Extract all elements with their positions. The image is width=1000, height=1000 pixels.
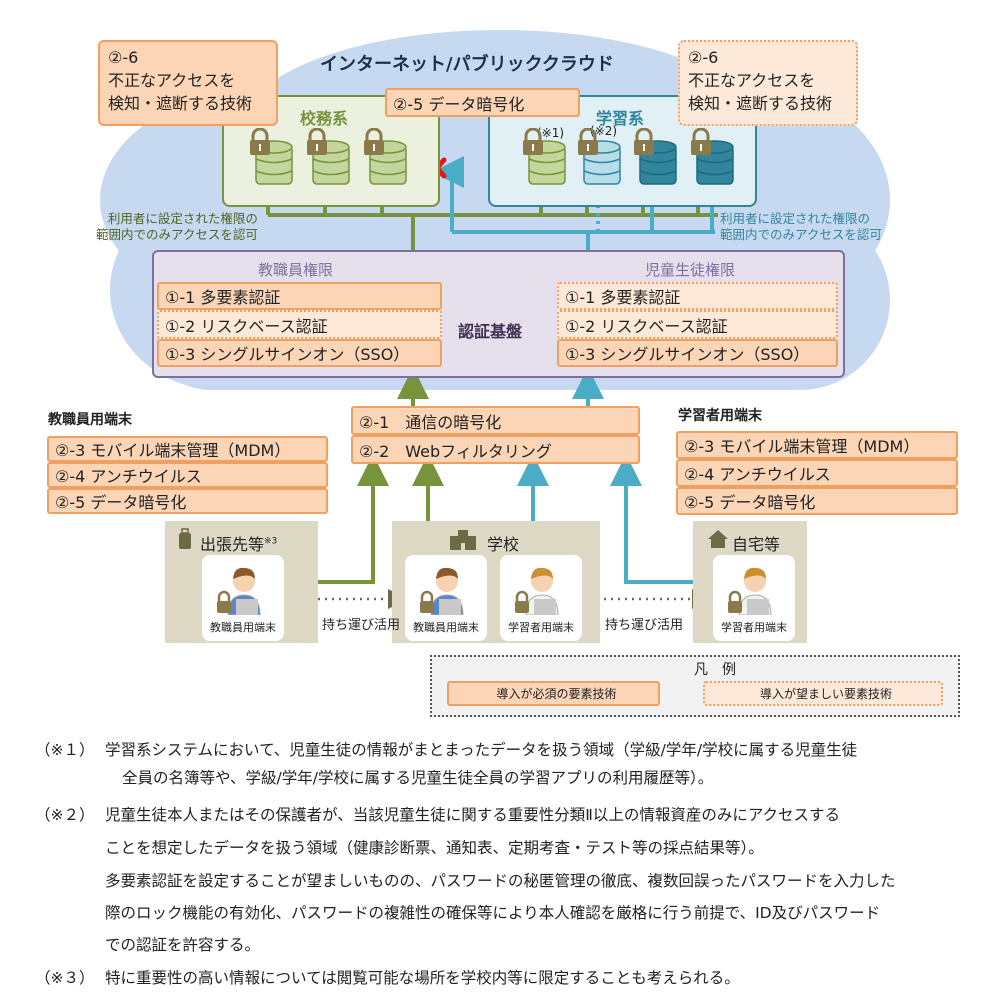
auth-platform-title: 認証基盤 xyxy=(458,322,523,341)
student-device-card: 学習者用端末 xyxy=(713,555,795,641)
carry-label-left: 持ち運び活用 xyxy=(322,618,401,633)
learner-device-title: 学習者用端末 xyxy=(678,408,762,424)
note-1-label: (※1) xyxy=(537,126,565,140)
footnote-line: 多要素認証を設定することが望ましいものの、パスワードの秘匿管理の徹底、複数回誤っ… xyxy=(105,872,896,890)
staff-sso: ①-3 シングルサインオン（SSO） xyxy=(157,339,442,367)
footnote-1-label: （※１） xyxy=(35,741,95,759)
staff-mfa: ①-1 多要素認証 xyxy=(157,282,442,310)
student-risk-based-auth: ①-2 リスクベース認証 xyxy=(557,310,838,339)
locked-database-icon xyxy=(634,128,677,185)
learner-mdm: ②-3 モバイル端末管理（MDM） xyxy=(676,431,958,459)
teacher-avatar-icon xyxy=(217,567,261,615)
footnote-line: ことを想定したデータを扱う領域（健康診断票、通知表、定期考査・テスト等の採点結果… xyxy=(105,839,764,857)
footnote-line: 全員の名簿等や、学級/学年/学校に属する児童生徒全員の学習アプリの利用履歴等）。 xyxy=(122,769,714,787)
footnote-line: 際のロック機能の有効化、パスワードの複雑性の確保等により本人確認を厳格に行う前提… xyxy=(105,904,881,922)
note-line: 範囲内でのみアクセスを認可 xyxy=(720,227,882,242)
learner-antivirus: ②-4 アンチウイルス xyxy=(676,459,958,487)
learning-system-title: 学習系 xyxy=(596,109,645,128)
trip-title: 出張先等※3 xyxy=(200,531,277,555)
footnote-2-label: （※２） xyxy=(35,806,95,824)
access-note-right: 利用者に設定された権限の 範囲内でのみアクセスを認可 xyxy=(720,211,882,243)
staff-device-title: 教職員用端末 xyxy=(48,412,132,428)
device-card-label: 学習者用端末 xyxy=(508,621,574,634)
student-access-lines xyxy=(432,156,728,584)
detect-block-box-left: ②-6 不正なアクセスを 検知・遮断する技術 xyxy=(98,40,278,126)
locked-database-icon xyxy=(250,128,293,185)
trip-note: ※3 xyxy=(264,536,278,547)
teacher-avatar-icon xyxy=(420,567,464,615)
carry-label-right: 持ち運び活用 xyxy=(605,618,684,633)
footnote-line: での認証を許容する。 xyxy=(105,936,261,954)
staff-device-card: 教職員用端末 xyxy=(202,555,284,641)
home-icon xyxy=(708,530,728,548)
staff-permission-title: 教職員権限 xyxy=(258,261,334,279)
item-line: 不正なアクセスを xyxy=(108,71,236,90)
student-avatar-icon xyxy=(728,567,772,615)
student-avatar-icon xyxy=(515,567,559,615)
locked-database-icon xyxy=(364,128,407,185)
staff-mdm: ②-3 モバイル端末管理（MDM） xyxy=(47,436,328,462)
footnote-line: 児童生徒本人またはその保護者が、当該児童生徒に関する重要性分類Ⅱ以上の情報資産の… xyxy=(105,806,841,824)
student-sso: ①-3 シングルサインオン（SSO） xyxy=(557,339,838,367)
locked-database-icon xyxy=(523,128,566,185)
legend-required: 導入が必須の要素技術 xyxy=(447,681,660,706)
device-card-label: 教職員用端末 xyxy=(210,621,276,634)
student-device-card: 学習者用端末 xyxy=(500,555,582,641)
item-line: 検知・遮断する技術 xyxy=(108,94,253,113)
locked-database-icon xyxy=(691,128,734,185)
item-number: ②-6 xyxy=(108,48,139,67)
note-line: 範囲内でのみアクセスを認可 xyxy=(96,227,258,242)
suitcase-icon xyxy=(179,528,191,549)
device-card-label: 教職員用端末 xyxy=(413,621,479,634)
locked-database-icon xyxy=(578,128,621,185)
staff-antivirus: ②-4 アンチウイルス xyxy=(47,462,328,488)
staff-device-card: 教職員用端末 xyxy=(405,555,487,641)
web-filtering: ②-2 Webフィルタリング xyxy=(351,435,640,464)
device-card-label: 学習者用端末 xyxy=(721,621,787,634)
note-line: 利用者に設定された権限の xyxy=(720,211,871,226)
locked-database-icon xyxy=(307,128,350,185)
student-mfa: ①-1 多要素認証 xyxy=(557,282,838,310)
student-permission-title: 児童生徒権限 xyxy=(645,261,736,279)
note-line: 利用者に設定された権限の xyxy=(107,211,258,226)
staff-data-encryption: ②-5 データ暗号化 xyxy=(47,488,328,514)
staff-risk-based-auth: ①-2 リスクベース認証 xyxy=(157,310,442,339)
item-number: ②-6 xyxy=(688,48,719,67)
school-title: 学校 xyxy=(487,535,520,554)
item-line: 検知・遮断する技術 xyxy=(688,94,833,113)
school-building-icon xyxy=(450,530,476,550)
learner-data-encryption: ②-5 データ暗号化 xyxy=(676,487,958,515)
legend-title: 凡 例 xyxy=(694,662,736,678)
access-note-left: 利用者に設定された権限の 範囲内でのみアクセスを認可 xyxy=(96,211,258,243)
item-line: 不正なアクセスを xyxy=(688,71,816,90)
admin-system-title: 校務系 xyxy=(300,109,349,128)
footnote-3-label: （※３） xyxy=(35,969,95,987)
cloud-encryption-box: ②-5 データ暗号化 xyxy=(385,88,580,117)
home-title: 自宅等 xyxy=(732,535,781,554)
cloud-title: インターネット/パブリッククラウド xyxy=(320,54,614,75)
note-2-label: (※2) xyxy=(590,124,618,138)
detect-block-box-right: ②-6 不正なアクセスを 検知・遮断する技術 xyxy=(678,40,858,126)
footnote-line: 学習系システムにおいて、児童生徒の情報がまとまったデータを扱う領域（学級/学年/… xyxy=(105,741,858,759)
network-encryption: ②-1 通信の暗号化 xyxy=(351,406,640,435)
trip-title-text: 出張先等 xyxy=(200,535,265,554)
footnote-line: 特に重要性の高い情報については閲覧可能な場所を学校内等に限定することも考えられる… xyxy=(105,969,740,987)
legend-recommended: 導入が望ましい要素技術 xyxy=(703,681,943,706)
